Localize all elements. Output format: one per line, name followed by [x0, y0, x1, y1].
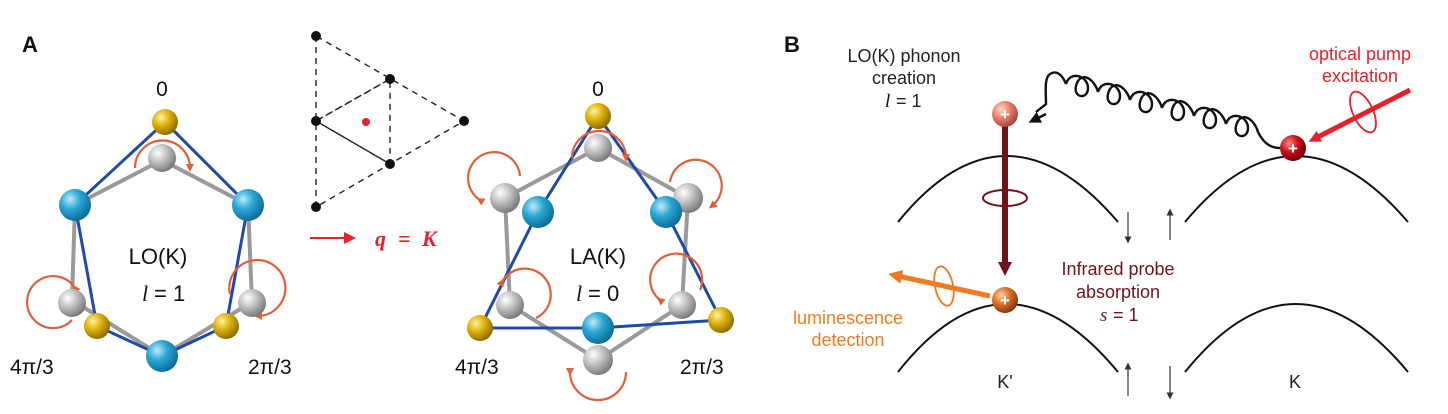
lo-k-yellow-atom-top [152, 109, 178, 135]
lo-k-phase-left: 4π/3 [10, 356, 54, 379]
phonon-creation-l-value: = 1 [896, 91, 922, 111]
phonon-emission-path [1035, 71, 1281, 150]
la-k-rotation-arrow-top [570, 129, 630, 162]
lattice-point [311, 116, 321, 126]
la-k-blue-atom-top-right [650, 196, 682, 228]
wavevector-label: q = K [310, 226, 438, 251]
la-k-gray-atom-bottom [583, 345, 613, 375]
lo-k-phase-right: 2π/3 [248, 356, 292, 379]
probe-s-value: = 1 [1113, 305, 1139, 325]
luminescence-polarization-circle [933, 265, 955, 307]
probe-polarization-circle [982, 189, 1028, 207]
lo-k-rotation-arrow-top [133, 139, 194, 172]
lo-k-phase-top: 0 [156, 78, 168, 101]
la-k-gray-atom-bottom-left [496, 291, 524, 319]
lo-k-gray-atom-bottom-left [58, 289, 86, 317]
hole-sphere [1280, 135, 1306, 161]
lattice-point [385, 74, 395, 84]
hole-sphere [992, 287, 1018, 313]
la-k-rotation-arrow-bottom [565, 367, 628, 402]
optical-pump-arrow-group [1308, 87, 1412, 142]
luminescence-label-line2: detection [811, 330, 884, 350]
hole-plus-sign: + [1000, 291, 1010, 310]
lattice-point [311, 202, 321, 212]
hole-sphere [992, 101, 1018, 127]
lattice-point [385, 159, 395, 169]
hole-k-prime-lower: + [992, 287, 1018, 313]
la-k-mode-name: LA(K) [570, 244, 626, 269]
wavevector-q: q [375, 226, 386, 251]
phonon-spring-line [1045, 29, 1282, 146]
lo-k-blue-atom-left [59, 189, 91, 221]
lo-k-rotation-arrow-left [26, 275, 81, 330]
pump-polarization-circle [1349, 90, 1377, 134]
la-k-rotation-arrow-bottom-right [649, 252, 704, 306]
hole-k-prime-upper: + [992, 101, 1018, 127]
pump-label-line2: excitation [1322, 66, 1398, 86]
lo-k-l-value: = 1 [154, 281, 185, 306]
optical-pump-arrow [1308, 87, 1412, 142]
luminescence-arrow [888, 270, 991, 299]
lattice-inner-triangle [314, 77, 391, 166]
luminescence-label-line1: luminescence [793, 308, 903, 328]
hole-k-upper: + [1280, 135, 1306, 161]
la-k-mode-diagram: 0 LA(K) l = 0 4π/3 2π/3 [455, 78, 734, 402]
hole-plus-sign: + [1288, 139, 1298, 158]
lattice-inner-lines [315, 78, 391, 165]
la-k-blue-atom-bottom [582, 312, 614, 344]
lo-k-yellow-atom-bottom-right [213, 313, 239, 339]
la-k-yellow-atom-bottom-right [708, 307, 734, 333]
la-k-yellow-atom-top [585, 103, 611, 129]
lattice-point [311, 31, 321, 41]
lattice-point [459, 116, 469, 126]
lo-k-mode-name: LO(K) [129, 244, 188, 269]
valley-label-k: K [1289, 372, 1301, 392]
valence-band-k-lower [1184, 303, 1409, 373]
lo-k-mode-diagram: 0 LO(K) l = 1 4π/3 2π/3 [10, 78, 292, 379]
lo-k-l-symbol: l [142, 281, 148, 306]
la-k-blue-atom-top-left [522, 196, 554, 228]
probe-label-line2: absorption [1076, 282, 1160, 302]
la-k-phase-left: 4π/3 [455, 356, 499, 379]
valence-band-k-upper [1184, 155, 1409, 223]
probe-label-line1: Infrared probe [1061, 259, 1174, 279]
panel-b-label: B [784, 32, 800, 57]
infrared-probe-arrow-group [982, 124, 1028, 276]
lo-k-rotation-arrow-right [228, 258, 287, 320]
phonon-creation-l-symbol: l [885, 91, 890, 112]
lo-k-gray-atom-top [148, 144, 176, 172]
lattice-center-point [362, 118, 370, 126]
phonon-arrowhead [1028, 111, 1047, 123]
la-k-rotation-arrow-top-left [466, 151, 522, 206]
la-k-phase-right: 2π/3 [680, 356, 724, 379]
la-k-l-symbol: l [576, 281, 582, 306]
phonon-creation-line2: creation [872, 68, 936, 88]
lattice-outer-triangle [315, 34, 466, 209]
la-k-gray-atom-top [584, 134, 612, 162]
panel-a-label: A [22, 32, 38, 57]
lo-k-gray-atom-bottom-right [238, 289, 266, 317]
la-k-gray-atom-bottom-right [668, 291, 696, 319]
lo-k-yellow-atom-bottom-left [84, 313, 110, 339]
la-k-gray-atom-top-left [490, 183, 520, 213]
la-k-phase-top: 0 [592, 78, 604, 101]
la-k-yellow-atom-bottom-left [467, 315, 493, 341]
lo-k-blue-atom-bottom [146, 340, 178, 372]
lo-k-blue-atom-right [232, 189, 264, 221]
phonon-creation-line1: LO(K) phonon [847, 46, 960, 66]
k-point-lattice-diagram [311, 31, 469, 212]
valence-band-k-prime-lower [897, 303, 1119, 373]
hole-plus-sign: + [1000, 105, 1010, 124]
la-k-rotation-arrow-bottom-left [496, 267, 552, 319]
la-k-l-value: = 0 [588, 281, 619, 306]
la-k-rotation-arrow-top-right [668, 158, 723, 209]
luminescence-arrow-group [888, 265, 991, 307]
valley-label-k-prime: K' [997, 372, 1012, 392]
wavevector-equals: = [398, 226, 411, 251]
pump-label-line1: optical pump [1309, 44, 1411, 64]
probe-s-symbol: s [1100, 305, 1107, 326]
wavevector-k: K [421, 226, 438, 251]
